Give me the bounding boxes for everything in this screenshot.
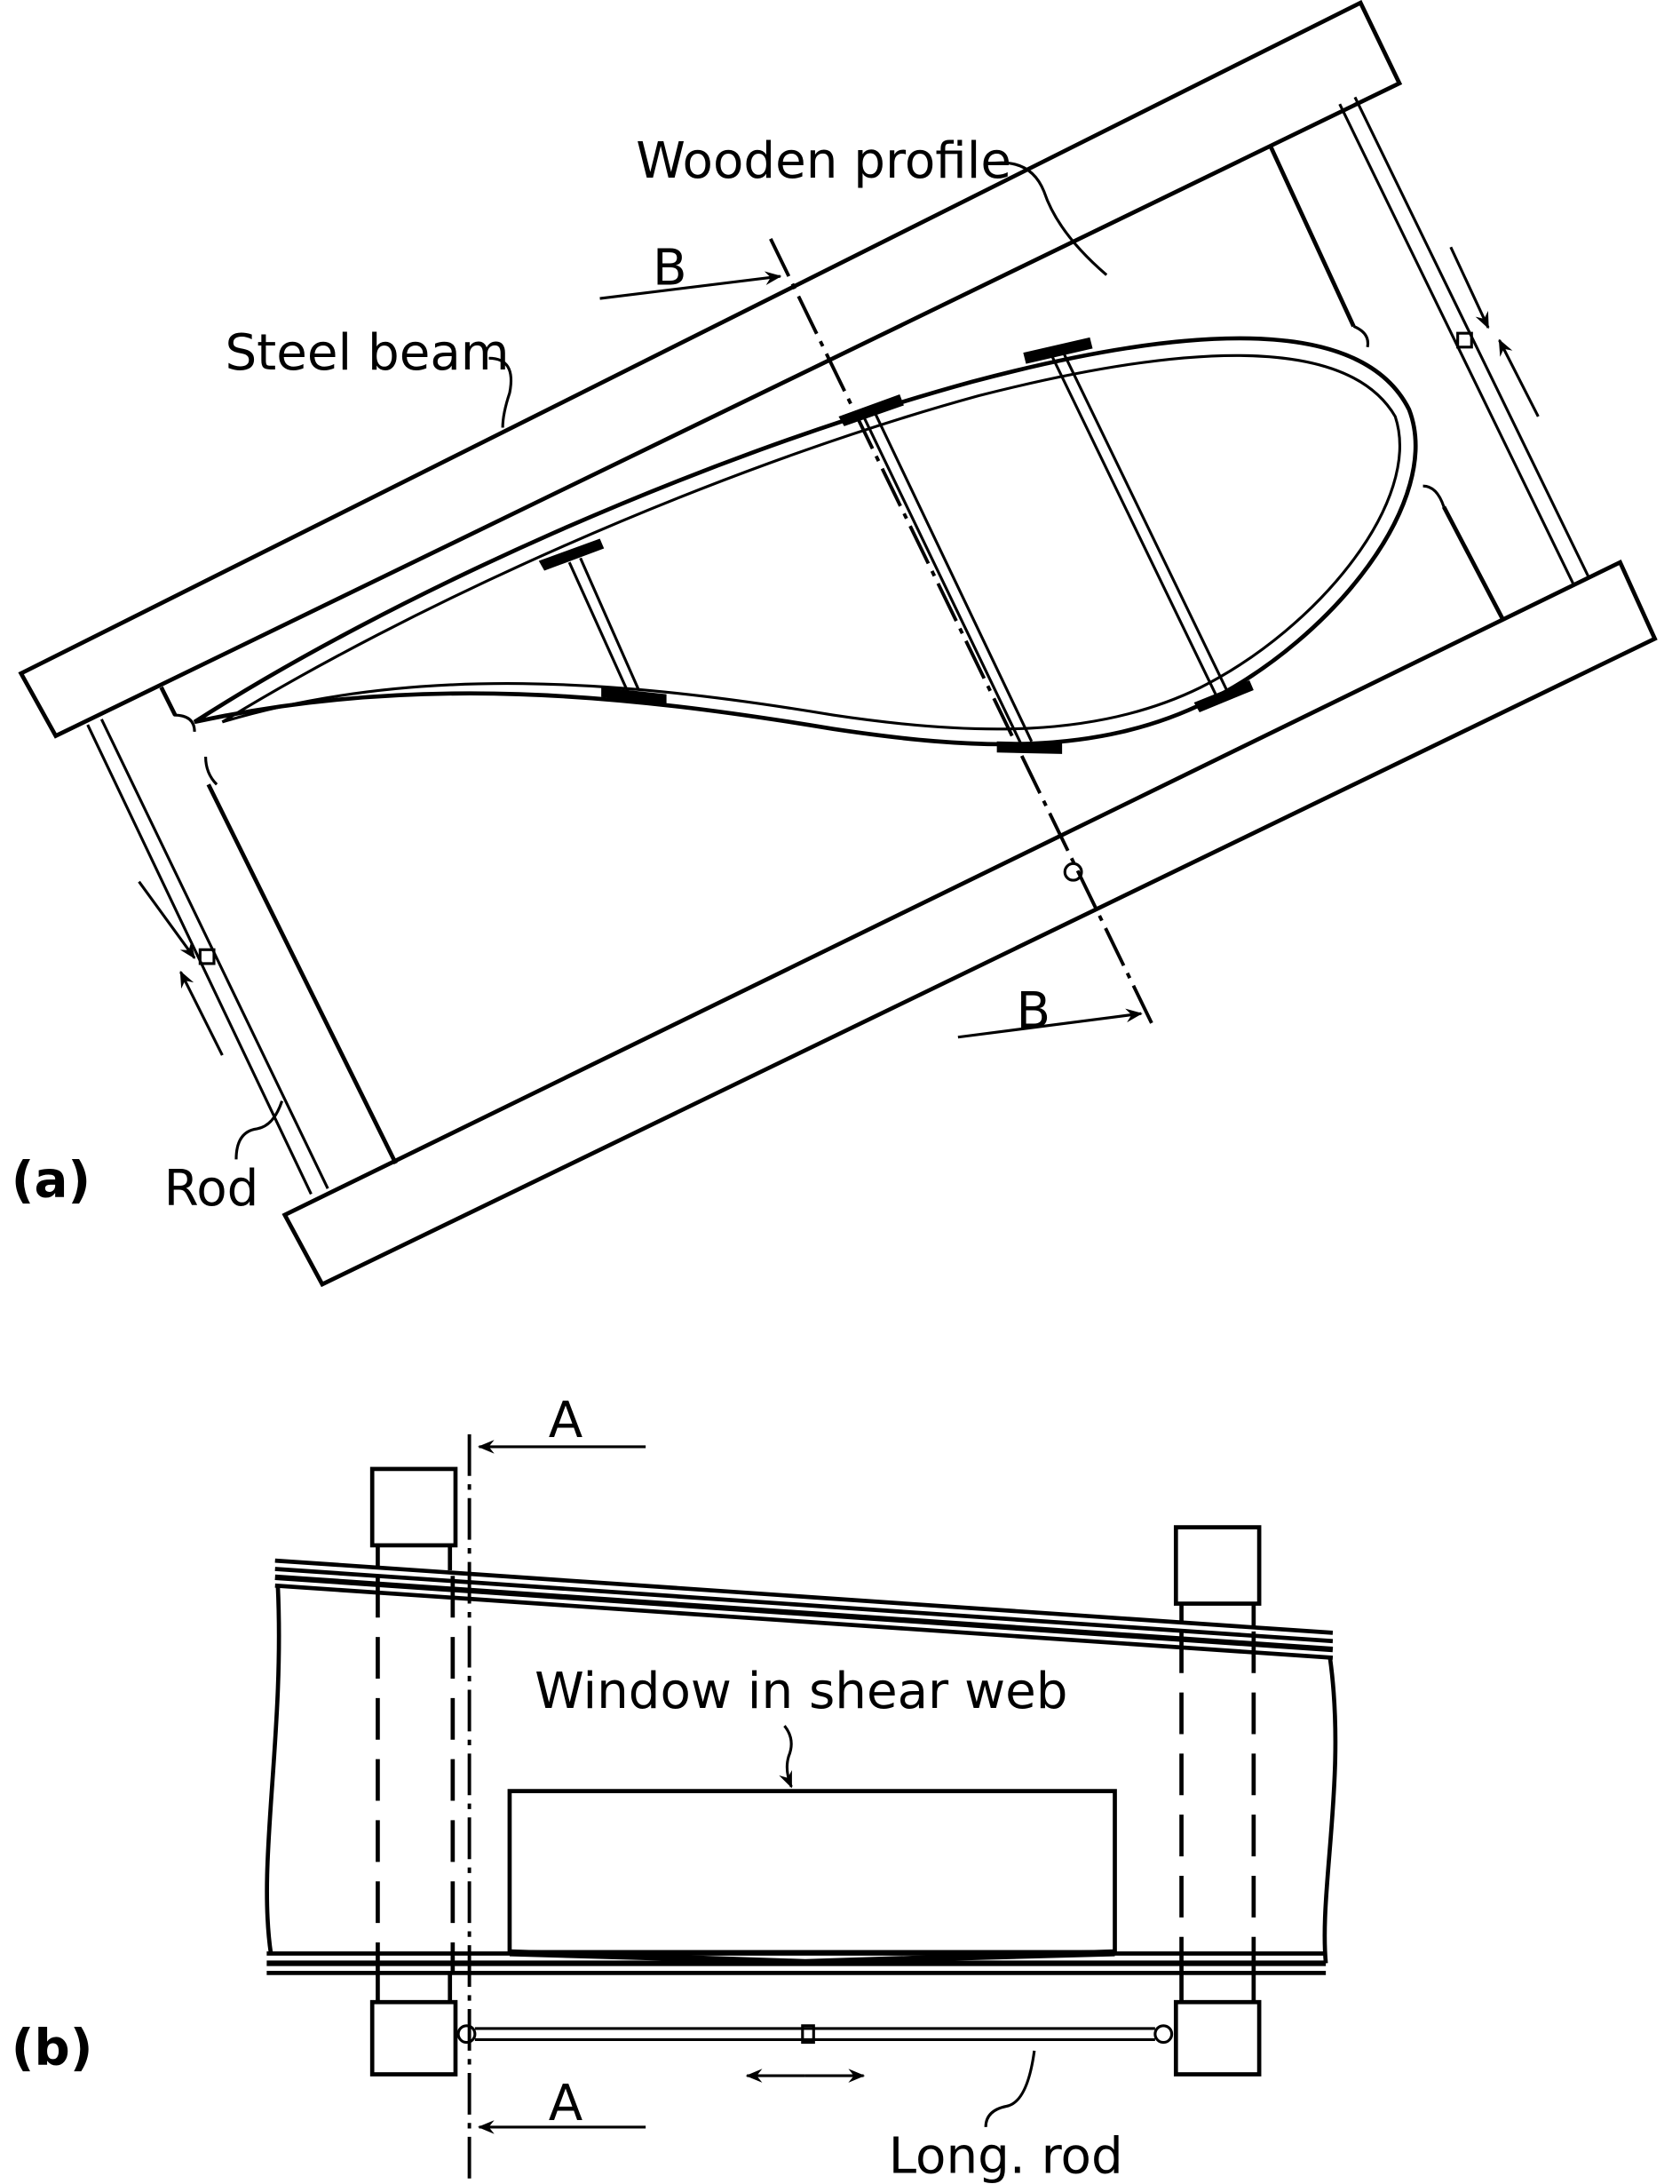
window-leader bbox=[779, 1725, 793, 1789]
shear-web-window bbox=[507, 1789, 1117, 1955]
panel-a: B B Wooden profile Steel beam Rod (a) bbox=[12, 0, 1658, 1288]
clamp-block-top-right bbox=[1173, 1525, 1262, 1606]
steel-beam-leader bbox=[488, 356, 512, 428]
clamp-block-bottom-right bbox=[1173, 1999, 1262, 2077]
section-b-bottom-label: B bbox=[1017, 982, 1051, 1040]
shear-webs bbox=[567, 349, 1232, 744]
top-steel-beam bbox=[18, 0, 1403, 739]
long-rod-leader bbox=[984, 2050, 1036, 2127]
blade-section bbox=[265, 1558, 1338, 1975]
wooden-profile-airfoil bbox=[193, 336, 1418, 754]
panel-a-label: (a) bbox=[12, 1152, 91, 1210]
section-a-bottom-label: A bbox=[549, 2075, 583, 2132]
hidden-post-lines bbox=[376, 1576, 1256, 1972]
spar-caps bbox=[538, 337, 1254, 754]
panel-b: A A Window in shear web Long. rod (b) bbox=[12, 1392, 1338, 2184]
right-post bbox=[1268, 145, 1506, 622]
section-b-top-label: B bbox=[653, 239, 687, 297]
wooden-profile-leader bbox=[988, 161, 1108, 276]
long-rod-label: Long. rod bbox=[889, 2127, 1123, 2184]
pivot-circle bbox=[1063, 862, 1083, 882]
post-stubs bbox=[376, 1545, 1256, 2003]
clamp-block-bottom-left bbox=[369, 1999, 458, 2077]
clamp-block-top-left bbox=[369, 1466, 458, 1548]
section-a-top-label: A bbox=[549, 1392, 583, 1449]
rod-label: Rod bbox=[164, 1160, 259, 1218]
section-line-b bbox=[769, 238, 1157, 1031]
left-post bbox=[159, 686, 398, 1165]
window-label: Window in shear web bbox=[535, 1663, 1067, 1720]
right-rod bbox=[1338, 96, 1589, 584]
section-b-top-arrow bbox=[599, 271, 782, 300]
panel-b-label: (b) bbox=[12, 2020, 93, 2077]
load-arrows bbox=[138, 246, 1540, 1056]
steel-beam-label: Steel beam bbox=[225, 324, 509, 382]
longitudinal-rod bbox=[456, 2024, 1174, 2045]
bottom-steel-beam bbox=[281, 559, 1658, 1288]
section-b-bottom-arrow bbox=[957, 1008, 1143, 1039]
rod-leader bbox=[234, 1100, 284, 1160]
wooden-profile-label: Wooden profile bbox=[636, 132, 1011, 190]
